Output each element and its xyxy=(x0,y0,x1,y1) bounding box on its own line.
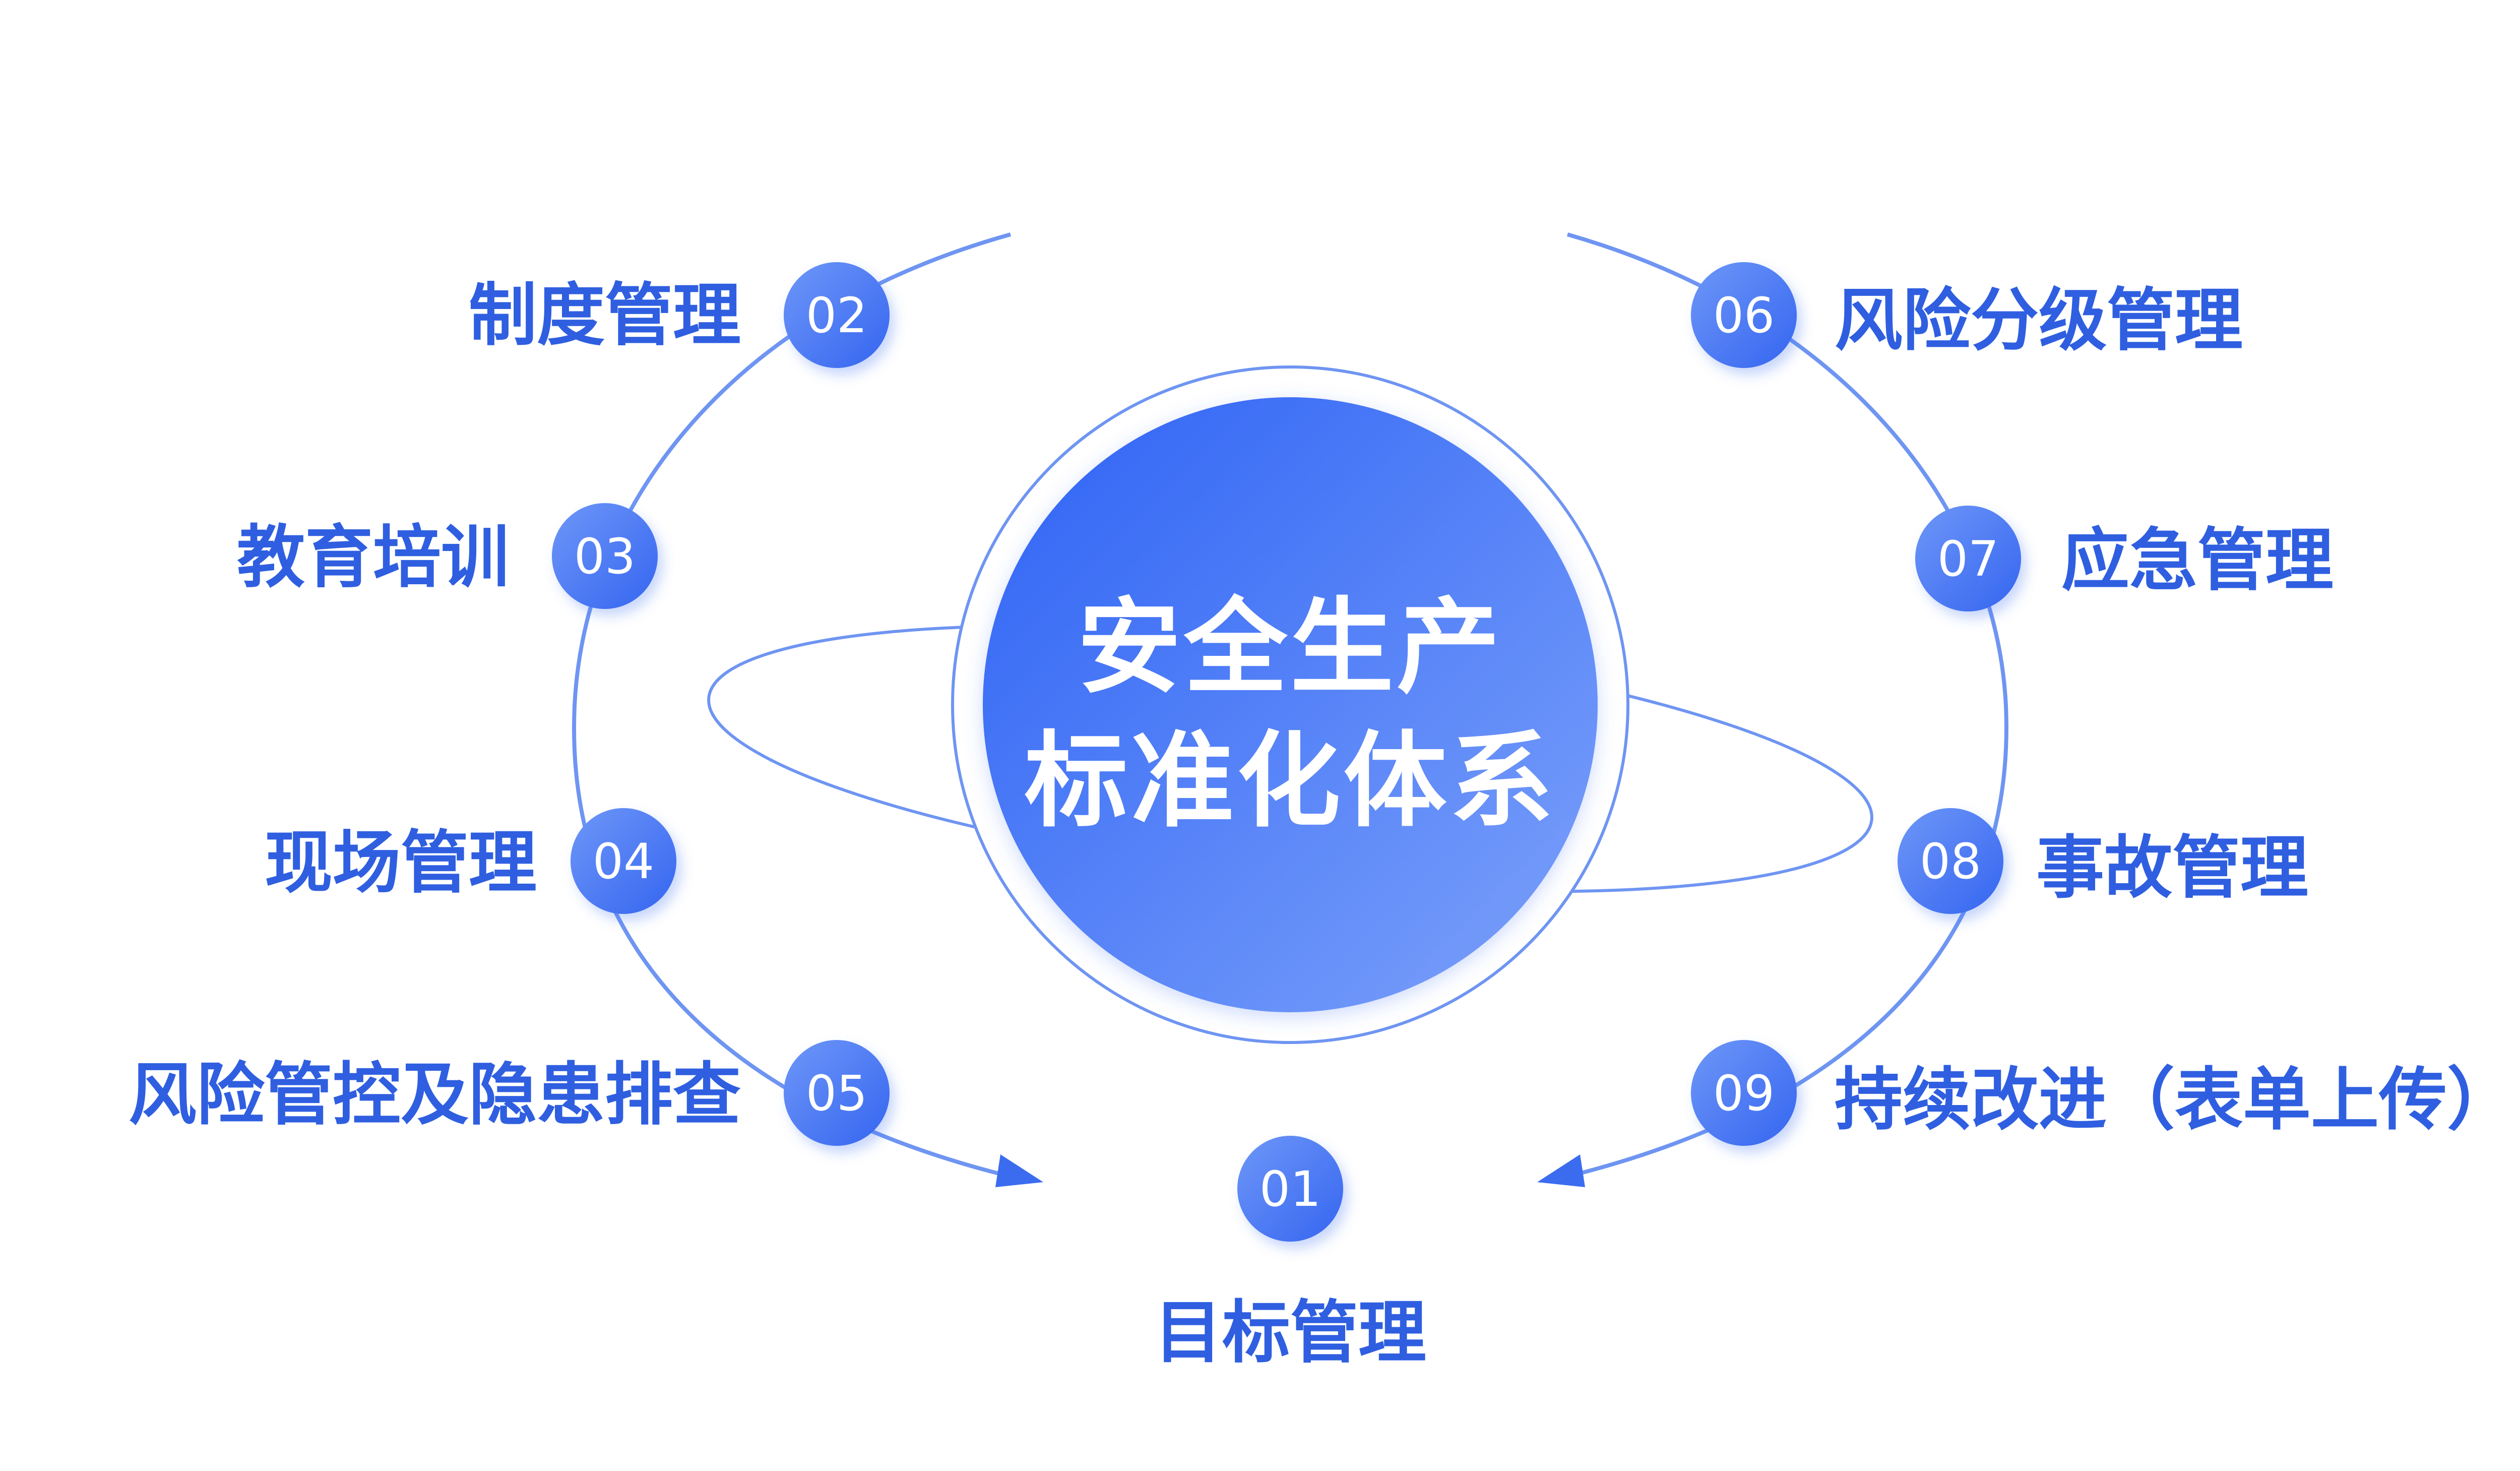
node-09-badge xyxy=(1691,1040,1797,1146)
center-title-line1: 安全生产 xyxy=(1078,588,1503,708)
node-01-number: 01 xyxy=(1259,1161,1321,1217)
node-02-number: 02 xyxy=(806,287,867,344)
node-09-label: 持续改进（表单上传） xyxy=(1835,1060,2515,1139)
node-05-label: 风险管控及隐患排查 xyxy=(129,1055,741,1134)
node-03-number: 03 xyxy=(574,528,636,585)
node-02-badge xyxy=(784,262,890,368)
node-05: 05 风险管控及隐患排查 xyxy=(129,1040,890,1146)
left-cycle-arc xyxy=(572,232,1012,1177)
node-09-number: 09 xyxy=(1713,1065,1775,1122)
node-07-number: 07 xyxy=(1937,531,1999,587)
node-01: 01 目标管理 xyxy=(1154,1136,1426,1372)
node-04-label: 现场管理 xyxy=(265,823,537,902)
node-01-badge xyxy=(1237,1136,1343,1242)
node-04: 04 现场管理 xyxy=(265,808,676,914)
node-07-badge xyxy=(1915,506,2021,611)
node-03: 03 教育培训 xyxy=(237,503,658,609)
center-circle xyxy=(983,397,1598,1012)
node-02: 02 制度管理 xyxy=(469,262,890,368)
node-06-badge xyxy=(1691,262,1797,368)
node-06-label: 风险分级管理 xyxy=(1835,281,2243,360)
node-06: 06 风险分级管理 xyxy=(1691,262,2243,368)
node-08-label: 事故管理 xyxy=(2036,828,2308,907)
node-05-number: 05 xyxy=(806,1065,867,1122)
node-06-number: 06 xyxy=(1713,287,1775,344)
node-08: 08 事故管理 xyxy=(1898,808,2308,914)
node-01-label: 目标管理 xyxy=(1154,1293,1426,1372)
node-03-label: 教育培训 xyxy=(237,518,509,597)
node-08-number: 08 xyxy=(1920,833,1981,890)
node-09: 09 持续改进（表单上传） xyxy=(1691,1040,2515,1146)
node-04-badge xyxy=(571,808,676,914)
node-08-badge xyxy=(1898,808,2003,914)
node-07-label: 应急管理 xyxy=(2061,521,2334,600)
node-05-badge xyxy=(784,1040,890,1146)
node-04-number: 04 xyxy=(593,833,654,890)
node-07: 07 应急管理 xyxy=(1915,506,2334,611)
left-arrow-head xyxy=(995,1154,1043,1187)
node-02-label: 制度管理 xyxy=(469,276,741,355)
right-arrow-head xyxy=(1537,1154,1585,1187)
node-03-badge xyxy=(552,503,658,609)
right-cycle-arc xyxy=(1566,232,2008,1177)
center-title-line2: 标准化体系 xyxy=(1025,721,1556,841)
